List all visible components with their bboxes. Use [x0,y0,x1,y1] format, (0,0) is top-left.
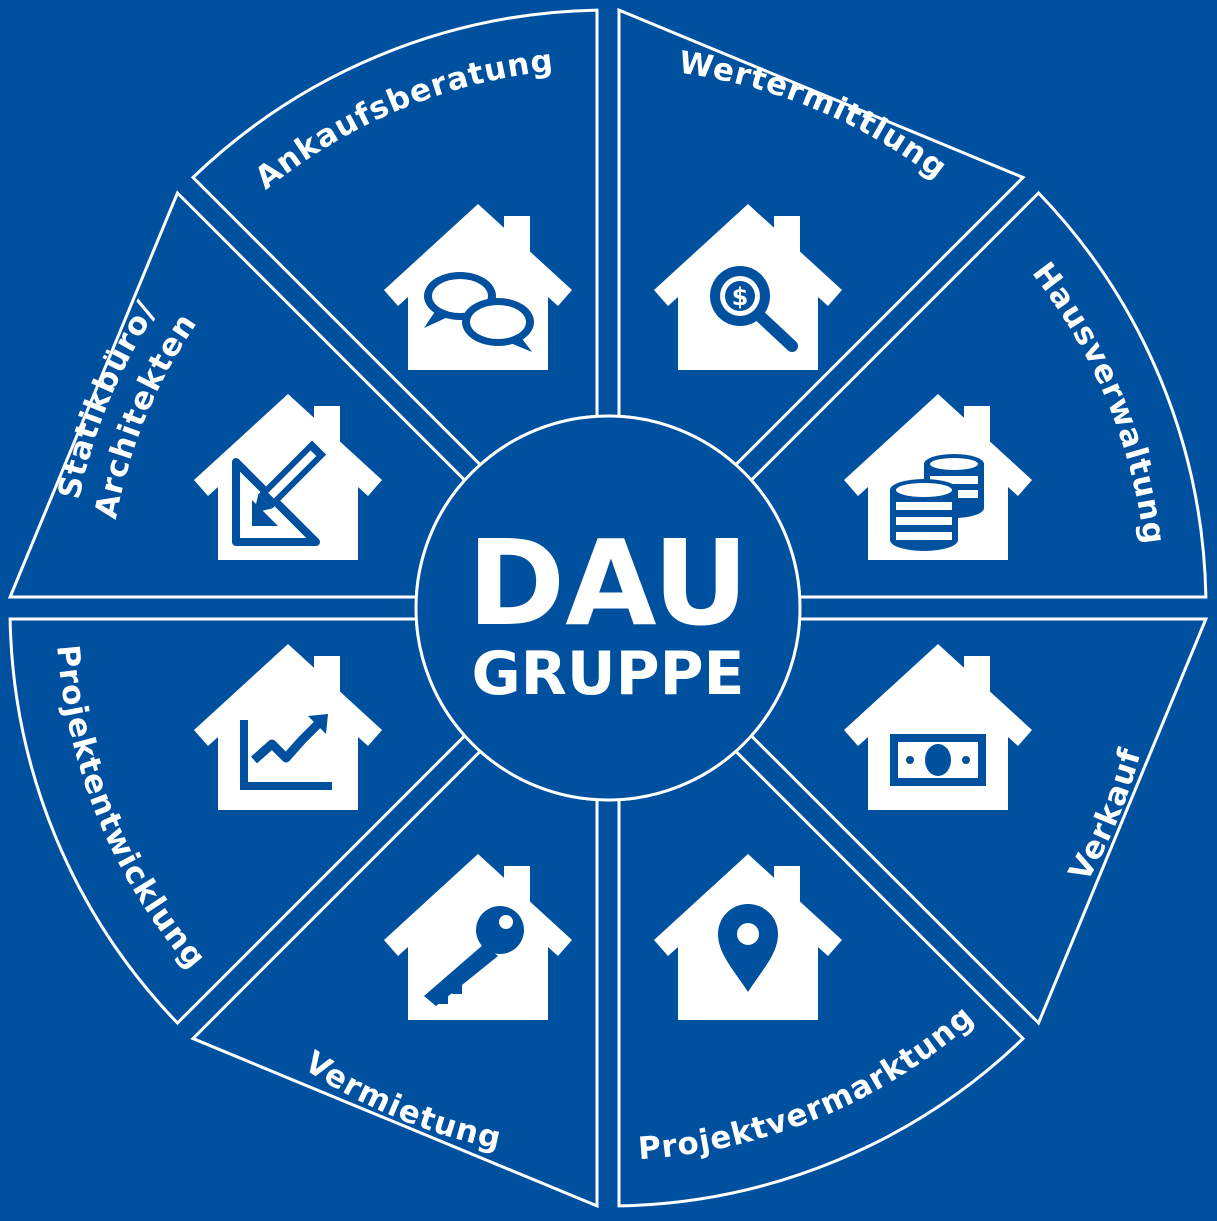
house-key-icon [384,854,572,1020]
svg-text:$: $ [732,283,749,311]
house-dollar-search-icon: $ [654,204,842,370]
house-growth-chart-icon [194,644,382,810]
house-location-pin-icon [654,854,842,1020]
center-hub: DAU GRUPPE [414,414,802,802]
house-banknote-icon [844,644,1032,810]
house-chat-bubbles-icon [384,204,572,370]
house-coins-icon [844,394,1032,560]
center-title: DAU [467,514,748,652]
icons-layer: $ [194,204,1032,1020]
center-subtitle: GRUPPE [471,639,744,709]
house-ruler-pencil-icon [194,394,382,560]
